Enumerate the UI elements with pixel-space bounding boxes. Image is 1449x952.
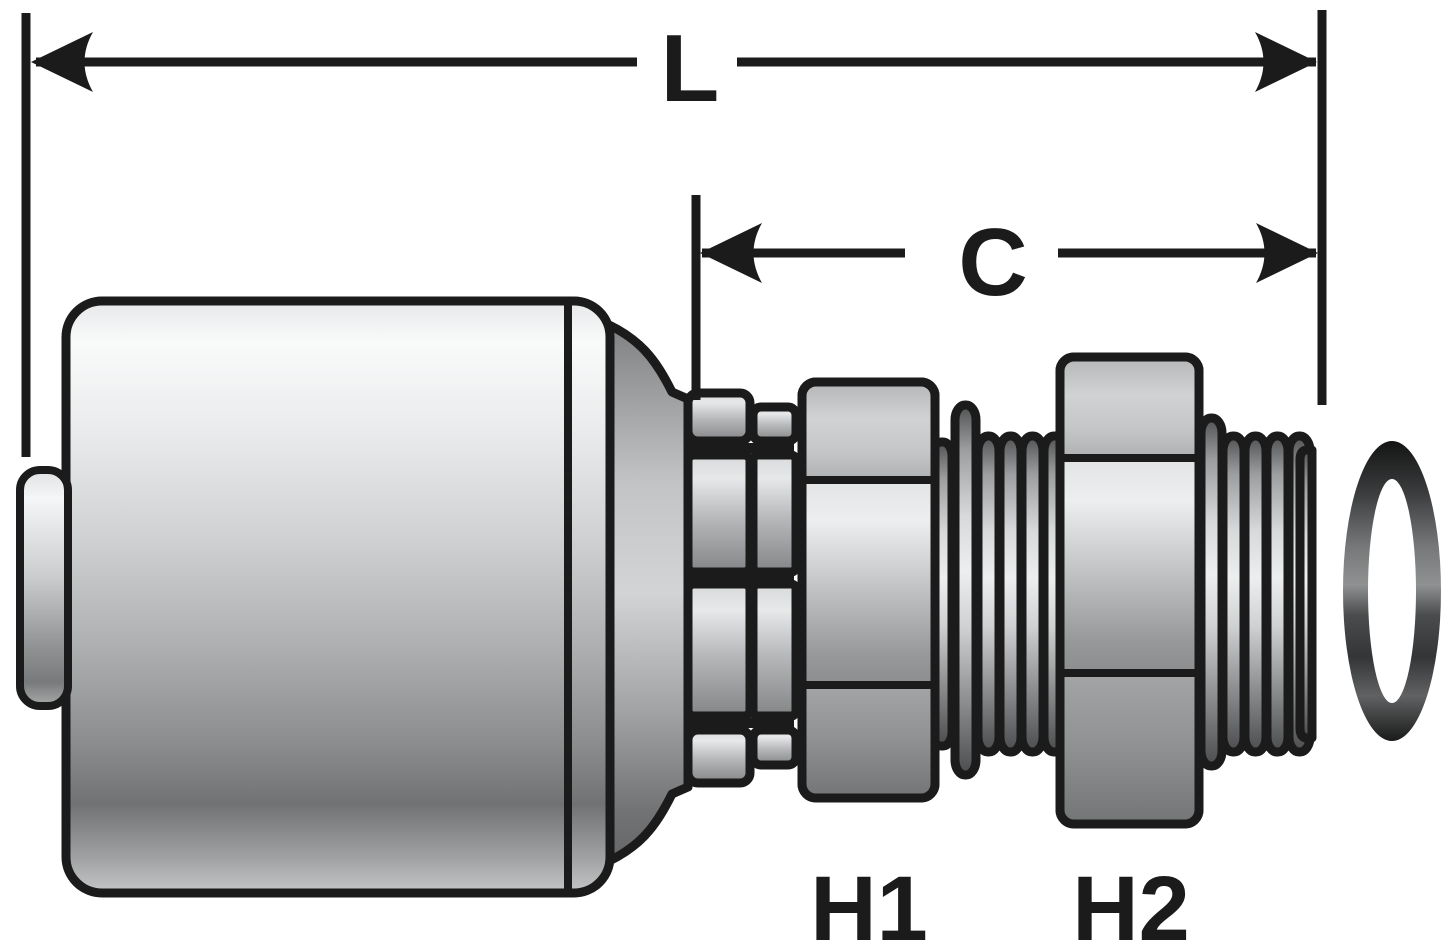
dimension-c: C	[700, 209, 1318, 316]
hex-nut-h2	[1055, 352, 1204, 829]
label-h1: H1	[810, 858, 928, 952]
thread-end-face	[1295, 445, 1317, 743]
hex-nut-h1-chamfers	[798, 458, 939, 708]
collar-grooves	[690, 443, 794, 728]
hose-end-tab	[16, 466, 72, 710]
hex-nut-h1-face-lines	[802, 476, 935, 689]
o-ring	[1343, 441, 1441, 741]
label-l: L	[661, 15, 720, 122]
arrowhead-l-right	[1255, 32, 1317, 92]
taper-cone	[593, 315, 693, 871]
hex-nut-h2-face-lines	[1060, 454, 1199, 677]
hex-nut-h1	[797, 377, 940, 803]
threads-middle	[950, 400, 1070, 780]
arrowhead-c-right	[1256, 223, 1318, 283]
arrowhead-c-left	[700, 223, 762, 283]
label-c: C	[958, 209, 1027, 316]
collar-band-2	[748, 402, 801, 770]
threads-right	[1196, 413, 1317, 771]
fitting-body	[16, 296, 1441, 898]
label-h2: H2	[1072, 858, 1190, 952]
dimension-annotations: L C H1 H2	[21, 10, 1327, 952]
arrowhead-l-left	[31, 32, 93, 92]
dimension-l: L	[31, 15, 1317, 122]
crimp-shell	[61, 296, 615, 898]
